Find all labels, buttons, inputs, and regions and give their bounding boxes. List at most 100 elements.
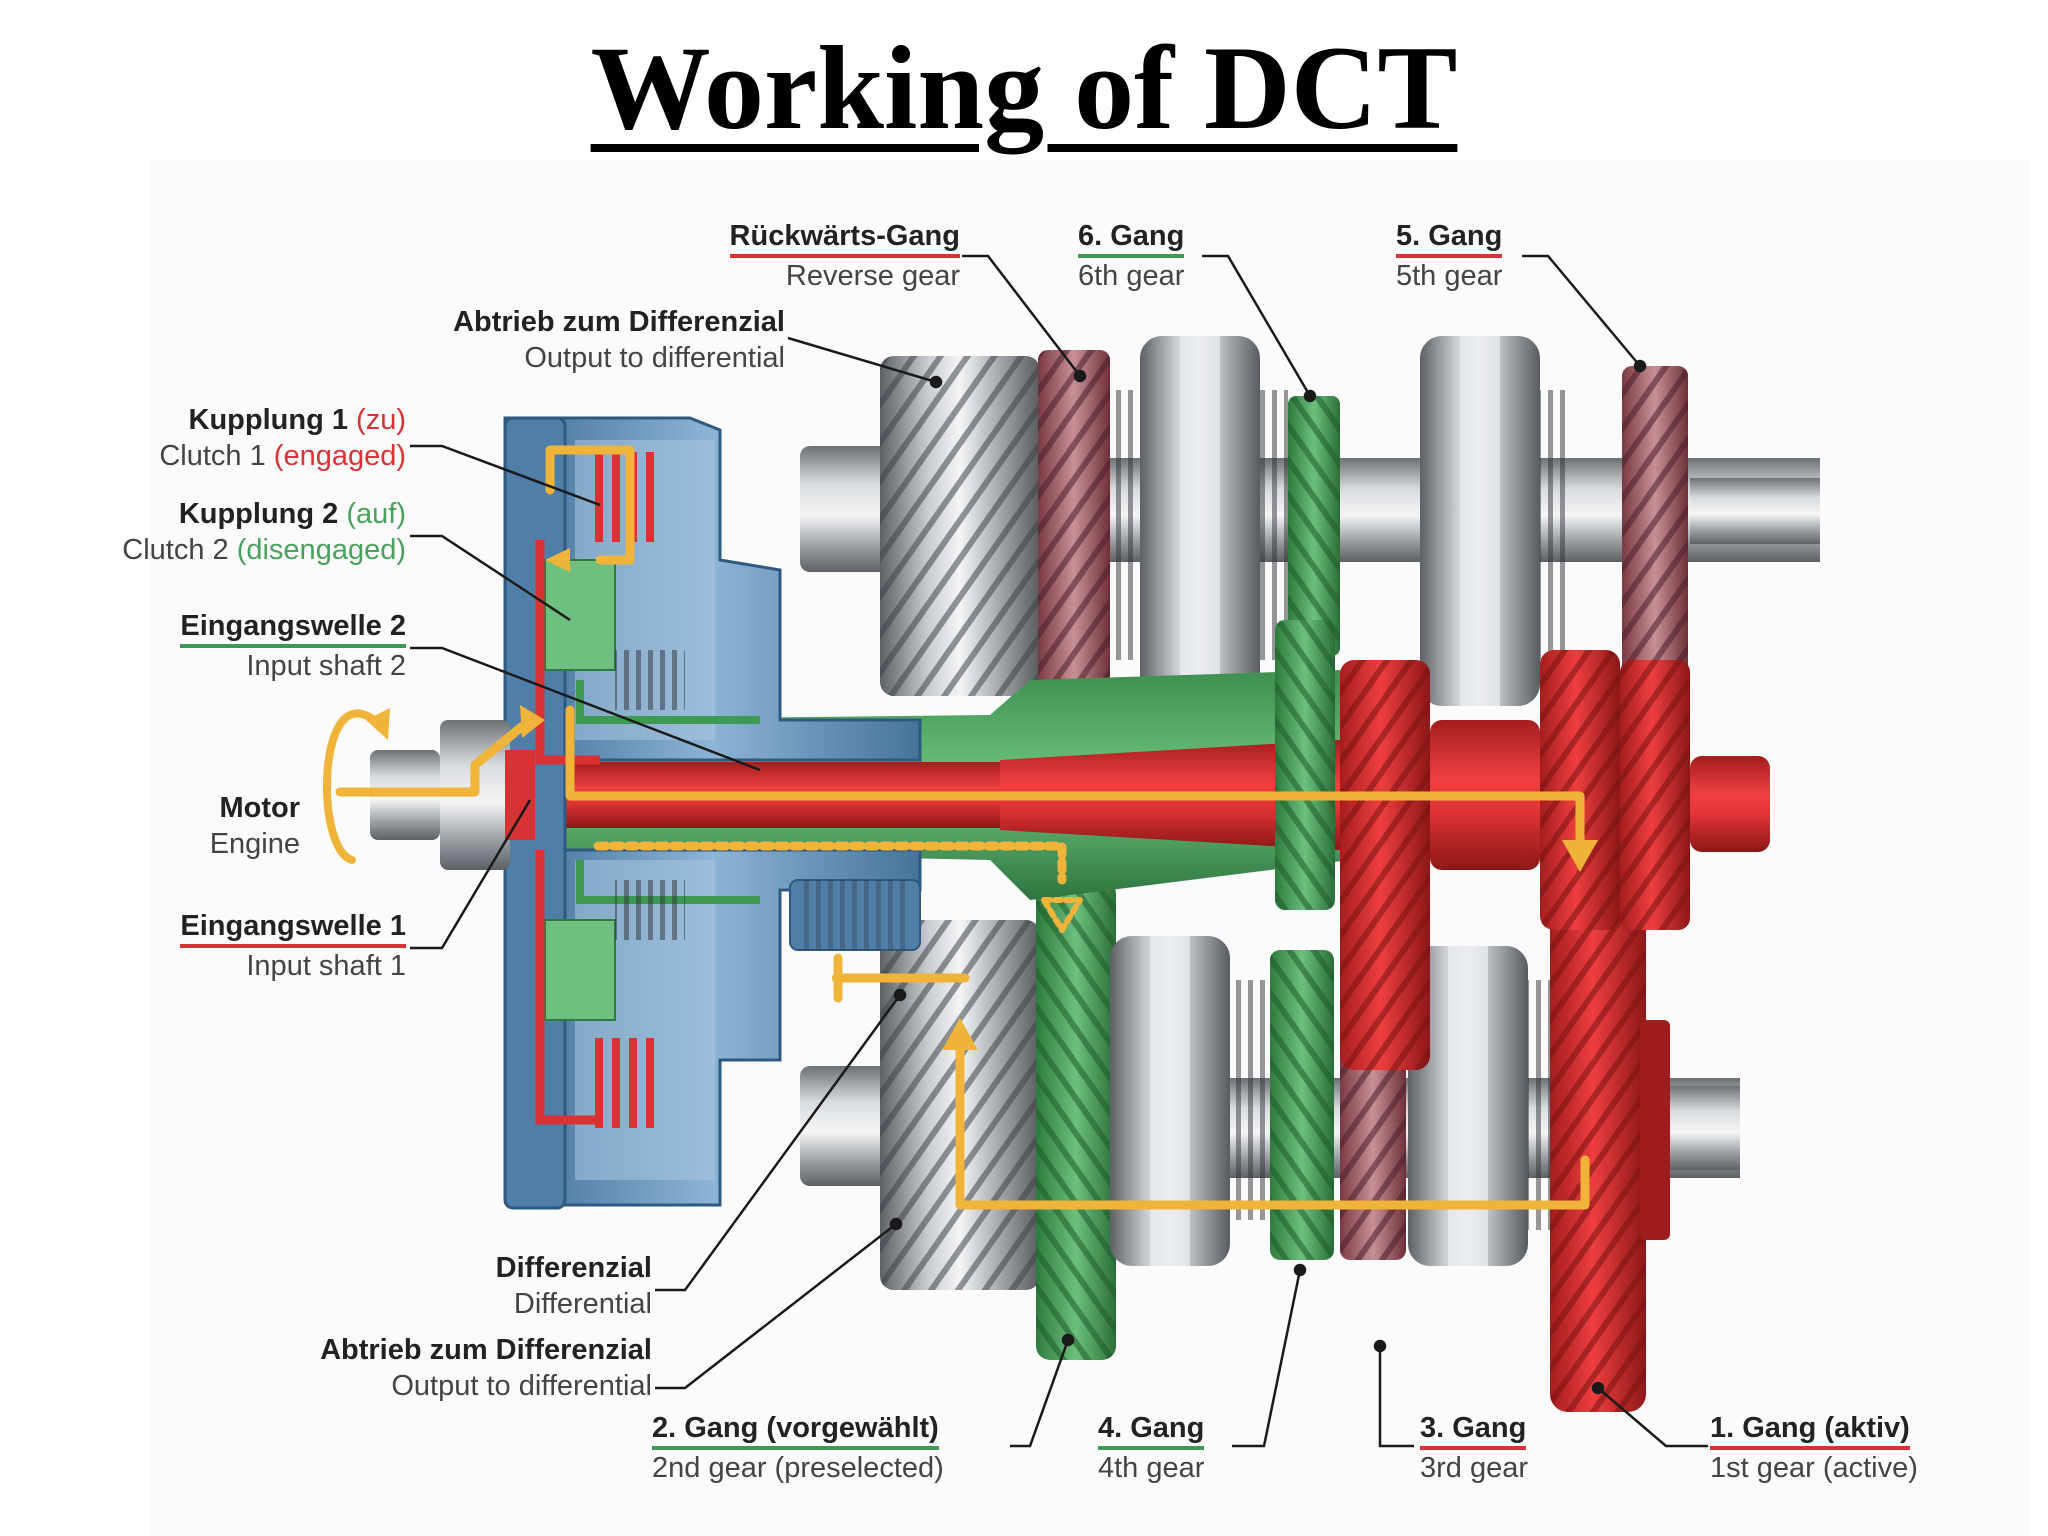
- flow-engine-to-clutch: [335, 715, 535, 797]
- label-differential-de: Differenzial: [495, 1252, 652, 1284]
- reverse-gear-teeth: [1038, 350, 1110, 686]
- flow-preselected-arrowhead: [1041, 897, 1083, 933]
- label-gear-6: 6. Gang 6th gear: [1078, 218, 1184, 294]
- label-gear6-de: 6. Gang: [1078, 218, 1185, 258]
- label-differential: Differenzial Differential: [380, 1250, 652, 1322]
- leader-reverse: [962, 254, 1081, 377]
- leader-gear6-dot: [1303, 389, 1317, 403]
- page-title: Working of DCT: [0, 18, 2048, 158]
- synchro-5-right: [1540, 390, 1570, 660]
- label-input1-de: Eingangswelle 1: [180, 908, 406, 948]
- page-title-text: Working of DCT: [590, 21, 1458, 154]
- label-output-top-de: Abtrieb zum Differenzial: [453, 306, 785, 338]
- main-drive-gear-5-teeth: [1620, 660, 1690, 930]
- label-clutch2-de-text: Kupplung 2: [178, 498, 339, 530]
- label-output-bottom-de: Abtrieb zum Differenzial: [320, 1334, 652, 1366]
- label-output-top-en: Output to differential: [524, 342, 785, 374]
- label-reverse-en: Reverse gear: [785, 260, 960, 292]
- label-clutch-1: Kupplung 1 (zu) Clutch 1 (engaged): [60, 402, 406, 474]
- gear-6-teeth: [1288, 396, 1340, 656]
- label-clutch-2: Kupplung 2 (auf) Clutch 2 (disengaged): [40, 496, 406, 568]
- gear-2-teeth: [1036, 880, 1116, 1360]
- label-gear-2: 2. Gang (vorgewählt) 2nd gear (preselect…: [652, 1410, 944, 1486]
- leader-gear6: [1202, 254, 1312, 397]
- main-shaft-end: [1690, 756, 1770, 852]
- label-clutch1-en-text: Clutch 1: [159, 440, 266, 472]
- label-clutch2-en-state: (disengaged): [236, 534, 406, 566]
- leader-lines: [410, 254, 1708, 1448]
- gear-1-hub: [1640, 1020, 1670, 1240]
- leader-gear2-dot: [1061, 1333, 1075, 1347]
- label-input-shaft-1: Eingangswelle 1 Input shaft 1: [60, 908, 406, 984]
- dct-cutaway-diagram: [150, 160, 2030, 1536]
- label-motor: Motor Engine: [60, 790, 300, 862]
- label-output-top: Abtrieb zum Differenzial Output to diffe…: [380, 304, 785, 376]
- flow-preselected-dotted: [593, 841, 1067, 885]
- leader-reverse-dot: [1073, 369, 1087, 383]
- splined-sleeve-bottom-splines: [800, 880, 910, 950]
- label-clutch1-de-text: Kupplung 1: [188, 404, 348, 436]
- gear-1-teeth: [1550, 866, 1646, 1412]
- label-gear-3: 3. Gang 3rd gear: [1420, 1410, 1528, 1486]
- label-clutch2-en: Clutch 2 (disengaged): [40, 532, 406, 568]
- synchro-6-left: [1112, 390, 1140, 660]
- leader-differential-dot: [893, 988, 907, 1002]
- clutch2-pack-top: [544, 559, 616, 671]
- leader-output-top: [787, 336, 937, 384]
- leader-input1: [410, 799, 532, 950]
- label-gear-5: 5. Gang 5th gear: [1396, 218, 1502, 294]
- gear-4-teeth: [1270, 950, 1334, 1260]
- upper-shaft-end: [1690, 478, 1820, 544]
- label-reverse-de: Rückwärts-Gang: [729, 218, 960, 258]
- label-gear2-en: 2nd gear (preselected): [652, 1452, 944, 1484]
- label-clutch1-en-state: (engaged): [273, 440, 406, 472]
- leader-gear3: [1378, 1346, 1414, 1448]
- label-gear-1: 1. Gang (aktiv) 1st gear (active): [1710, 1410, 1918, 1486]
- leader-clutch2: [410, 534, 571, 622]
- main-gear-cluster-teeth: [1340, 660, 1430, 1070]
- synchro-hub-1-3-ring: [1448, 946, 1488, 1266]
- flow-clutch1-loop: [545, 445, 635, 565]
- flow-engine-arrowhead: [520, 705, 545, 738]
- label-clutch1-en: Clutch 1 (engaged): [60, 438, 406, 474]
- label-gear6-en: 6th gear: [1078, 260, 1185, 292]
- leader-gear4: [1232, 1269, 1302, 1448]
- leader-gear4-dot: [1293, 1263, 1307, 1277]
- leader-input2: [410, 646, 761, 772]
- clutch1-drum-red: [535, 540, 600, 1125]
- leader-differential: [655, 994, 902, 1292]
- main-drive-gear-1-teeth: [1540, 650, 1620, 930]
- label-input-shaft-2: Eingangswelle 2 Input shaft 2: [60, 608, 406, 684]
- label-gear5-de: 5. Gang: [1396, 218, 1503, 258]
- label-gear1-en: 1st gear (active): [1710, 1452, 1918, 1484]
- label-gear4-en: 4th gear: [1098, 1452, 1205, 1484]
- leader-gear1: [1597, 1387, 1708, 1448]
- flow-output-arrowhead: [942, 1018, 978, 1050]
- label-gear4-de: 4. Gang: [1098, 1410, 1205, 1450]
- label-reverse-gear: Rückwärts-Gang Reverse gear: [690, 218, 960, 294]
- synchro-hub-5-ring: [1460, 336, 1500, 706]
- label-clutch2-de-state: (auf): [346, 498, 406, 530]
- leader-gear5-dot: [1633, 359, 1647, 373]
- label-gear2-de: 2. Gang (vorgewählt): [652, 1410, 939, 1450]
- label-clutch2-en-text: Clutch 2: [122, 534, 229, 566]
- leader-clutch1: [410, 444, 601, 507]
- label-gear5-en: 5th gear: [1396, 260, 1503, 292]
- leader-output-bottom: [655, 1223, 897, 1390]
- label-gear3-de: 3. Gang: [1420, 1410, 1527, 1450]
- dual-clutch-housing: [503, 416, 922, 1210]
- leader-gear5: [1522, 254, 1641, 367]
- leader-output-bottom-dot: [889, 1217, 903, 1231]
- leader-gear3-dot: [1373, 1339, 1387, 1353]
- power-flow-arrows: [323, 445, 1598, 1210]
- label-gear-4: 4. Gang 4th gear: [1098, 1410, 1204, 1486]
- flow-gear1-to-output: [955, 1035, 1590, 1210]
- label-input2-de: Eingangswelle 2: [180, 608, 406, 648]
- flow-shaft1-main: [565, 705, 1585, 855]
- leader-output-top-dot: [929, 375, 943, 389]
- flow-clutch1-arrowhead: [545, 548, 570, 572]
- engine-rotation-arrowhead: [366, 708, 390, 740]
- label-gear3-en: 3rd gear: [1420, 1452, 1529, 1484]
- label-differential-en: Differential: [513, 1288, 652, 1320]
- clutch2-pack-bottom: [544, 919, 616, 1021]
